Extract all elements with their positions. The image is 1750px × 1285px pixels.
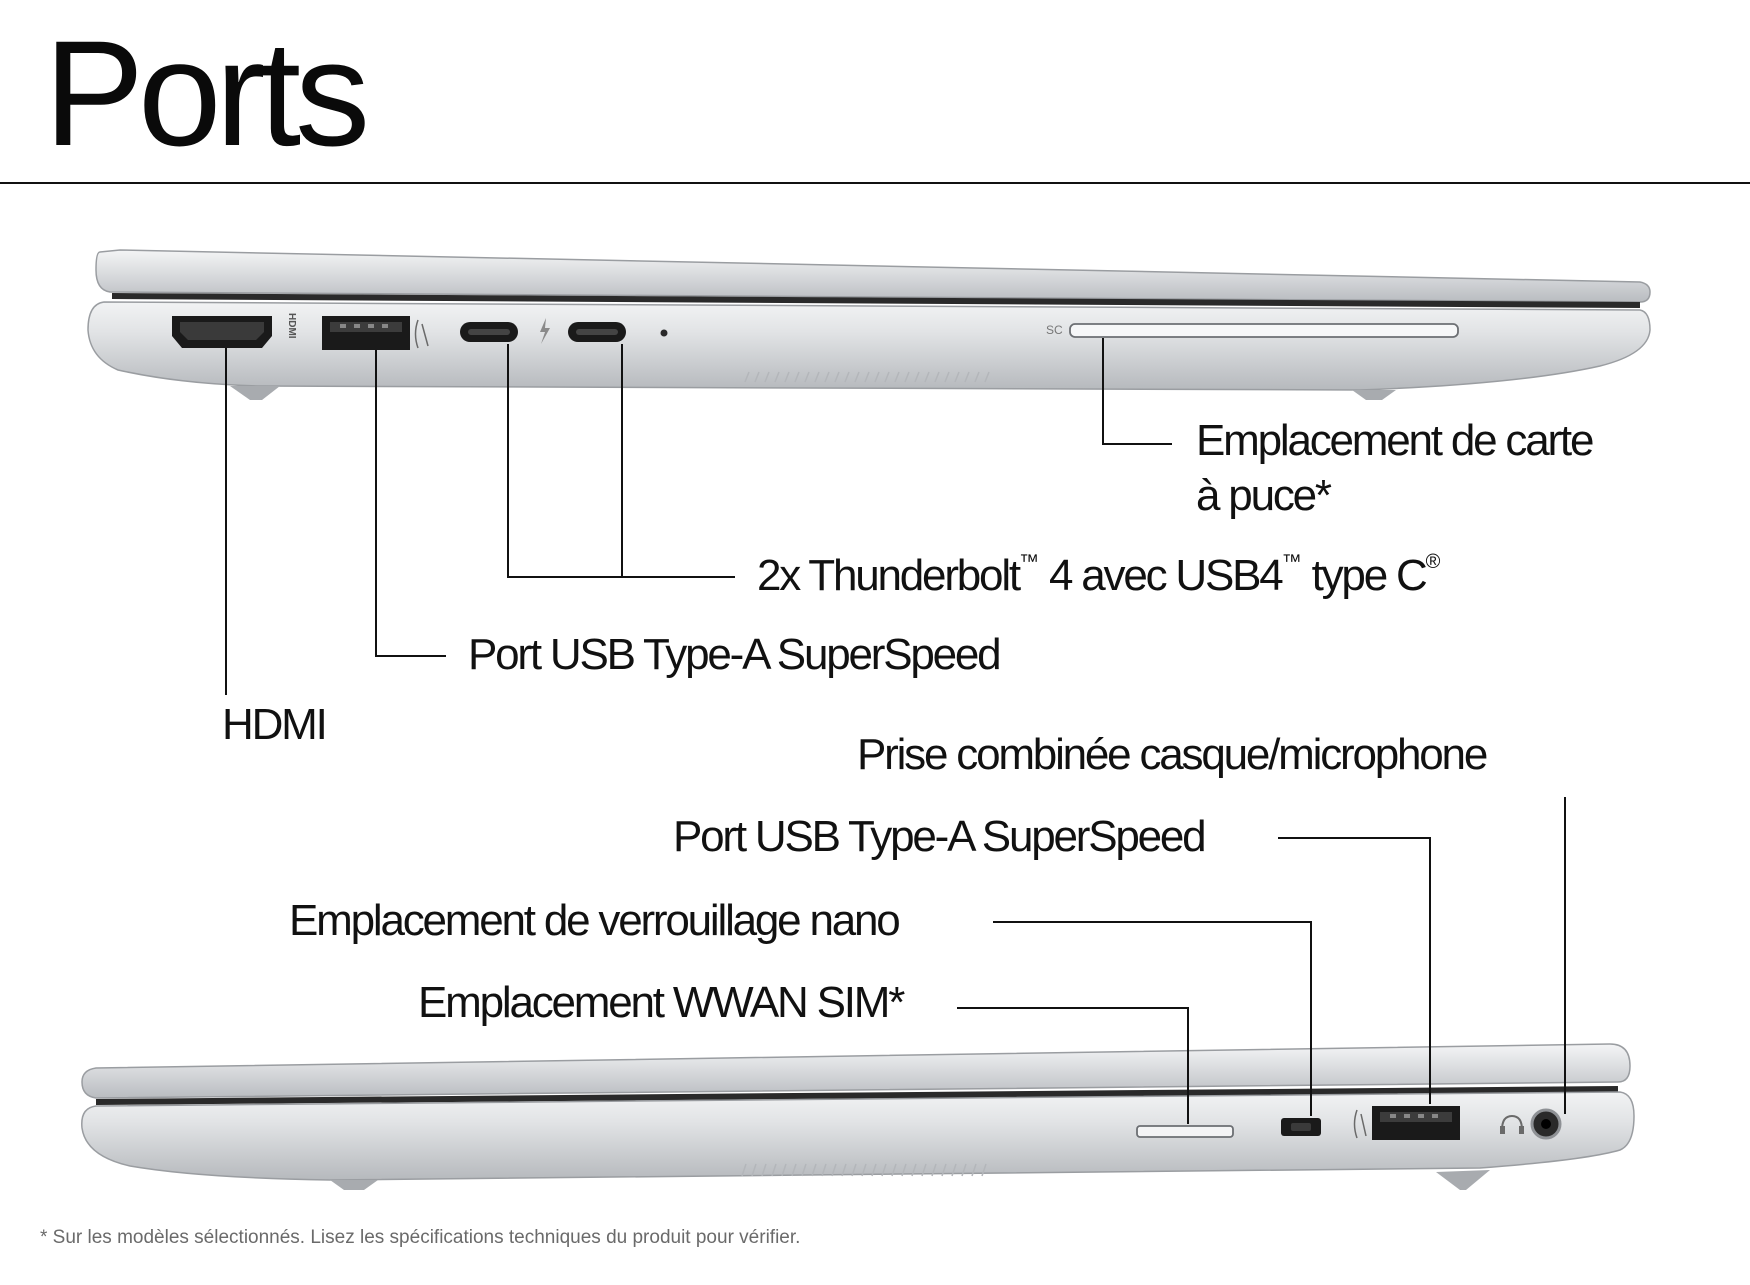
leader-line-usb-a-left <box>375 350 446 657</box>
vent-grille <box>744 371 990 383</box>
footnote: * Sur les modèles sélectionnés. Lisez le… <box>40 1227 801 1248</box>
trademark-symbol: ™ <box>1281 551 1302 573</box>
callout-thunderbolt-text-b: 4 avec USB4 <box>1038 551 1284 600</box>
callout-smart-card: Emplacement de carte à puce* <box>1196 413 1594 523</box>
rubber-foot <box>1352 390 1396 400</box>
leader-lines-right <box>957 797 1566 1124</box>
laptop-lid <box>81 1043 1631 1099</box>
title-divider <box>0 182 1750 184</box>
callout-audio-jack: Prise combinée casque/microphone <box>857 730 1488 779</box>
callout-thunderbolt-text-a: 2x Thunderbolt <box>757 551 1021 600</box>
smart-card-slot-icon <box>1069 323 1459 338</box>
headset-icon <box>1500 1114 1524 1134</box>
laptop-seam <box>95 1086 1619 1105</box>
callout-nano-lock: Emplacement de verrouillage nano <box>289 896 901 945</box>
hdmi-port-mark: HDMI <box>286 313 297 339</box>
rubber-foot <box>330 1180 378 1190</box>
leader-line-smart-card <box>1102 338 1172 445</box>
callout-thunderbolt: 2x Thunderbolt™ 4 avec USB4™ type C® <box>757 548 1440 603</box>
laptop-right-side <box>81 1043 1635 1190</box>
page-title: Ports <box>44 9 370 177</box>
callout-usb-a-right: Port USB Type-A SuperSpeed <box>673 812 1207 861</box>
leader-lines-left <box>225 338 1172 695</box>
superspeed-icon <box>1353 1109 1367 1139</box>
thunderbolt-icon <box>540 318 550 344</box>
callout-hdmi: HDMI <box>222 700 328 749</box>
rubber-foot <box>1436 1170 1490 1190</box>
vent-grille <box>741 1163 987 1177</box>
sim-slot-icon <box>1136 1125 1234 1138</box>
leader-line-usb-a-right <box>1278 837 1431 1104</box>
laptop-base <box>81 1091 1635 1181</box>
callout-thunderbolt-text-c: type C <box>1301 551 1428 600</box>
callout-wwan-sim: Emplacement WWAN SIM* <box>418 978 905 1027</box>
status-led-icon <box>660 329 668 337</box>
leader-line-thunderbolt <box>507 344 735 578</box>
callout-smart-card-line1: Emplacement de carte <box>1196 416 1594 465</box>
leader-line-wwan-sim <box>957 1007 1189 1124</box>
hdmi-port-icon <box>172 316 272 348</box>
laptop-seam <box>111 293 1641 308</box>
leader-line-nano-lock <box>993 921 1312 1116</box>
callout-usb-a-left: Port USB Type-A SuperSpeed <box>468 630 1002 679</box>
trademark-symbol: ™ <box>1018 551 1039 573</box>
laptop-left-side: HDMI SC <box>87 249 1651 400</box>
smart-card-mark: SC <box>1046 323 1063 337</box>
usb-a-port-icon <box>1372 1106 1460 1140</box>
usb-a-port-icon <box>322 316 410 350</box>
rubber-foot <box>230 386 280 400</box>
superspeed-icon <box>414 319 429 349</box>
registered-symbol: ® <box>1425 551 1441 573</box>
callout-smart-card-line2: à puce* <box>1196 471 1332 520</box>
laptop-lid <box>95 249 1651 303</box>
